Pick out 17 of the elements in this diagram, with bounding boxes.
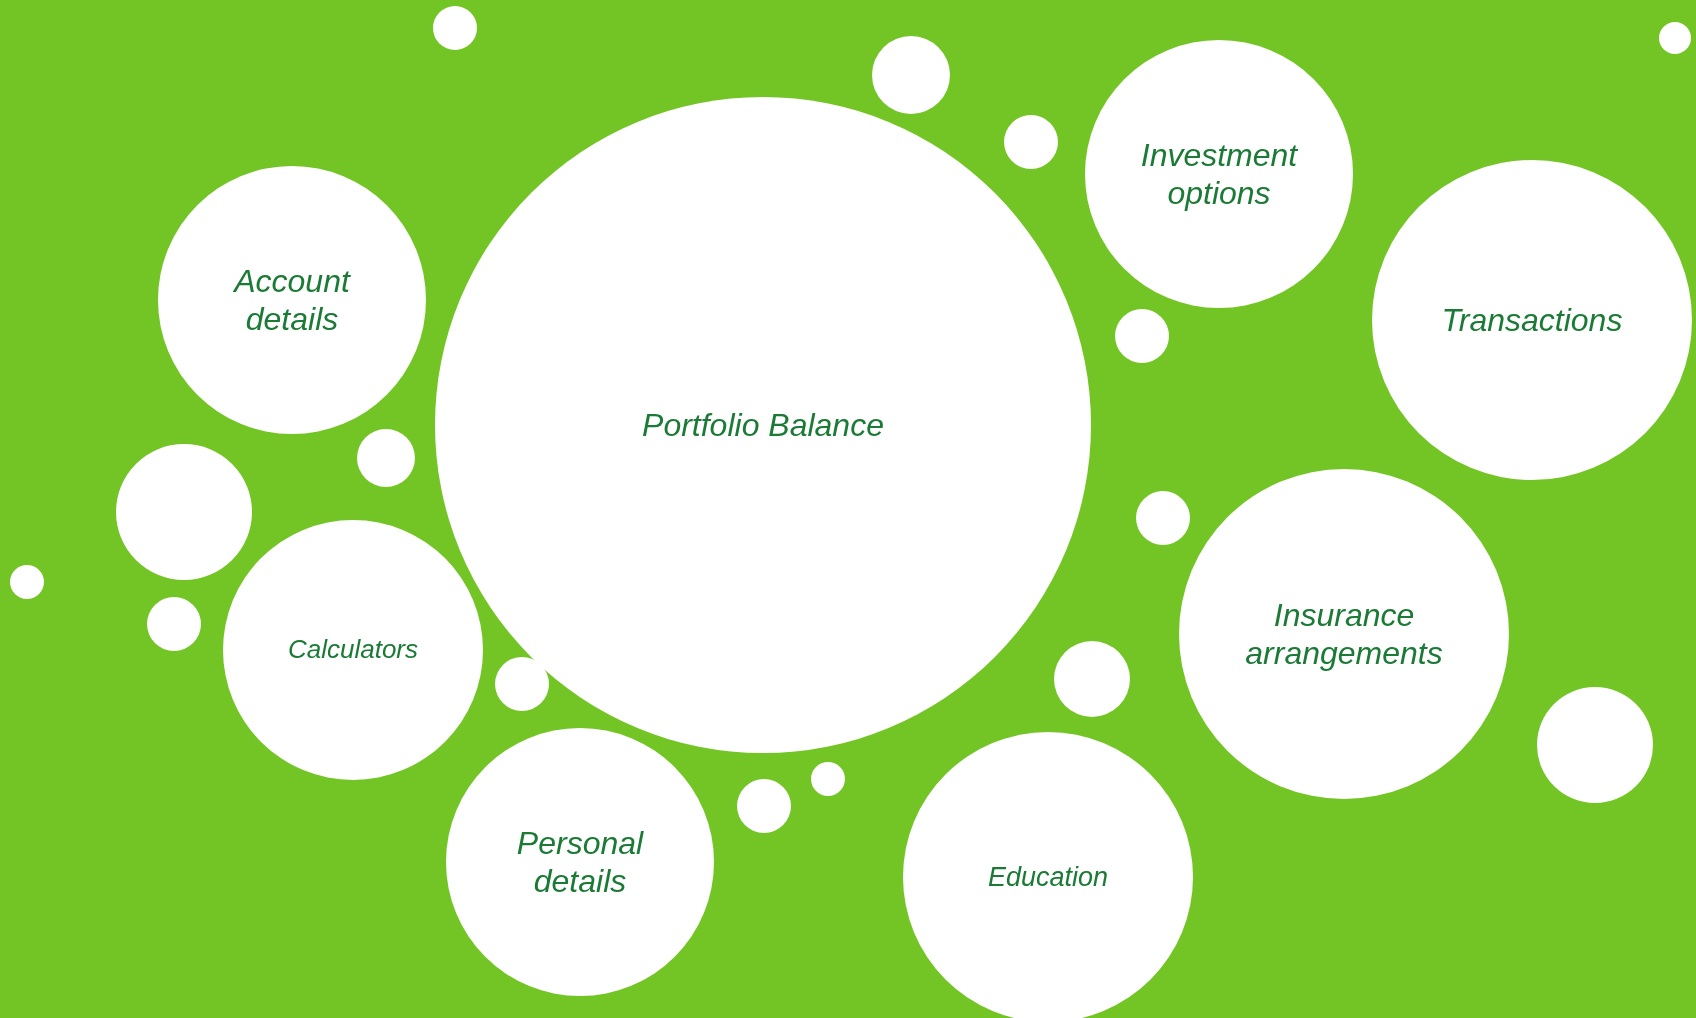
bubble (1115, 309, 1169, 363)
bubble (357, 429, 415, 487)
bubble (737, 779, 791, 833)
bubble (147, 597, 201, 651)
bubble (433, 6, 477, 50)
bubble-label: Investment options (1139, 135, 1299, 213)
bubble-label: Transactions (1441, 300, 1623, 340)
bubble-label: Portfolio Balance (642, 405, 884, 445)
bubble (10, 565, 44, 599)
bubble-label: Calculators (287, 634, 419, 666)
bubble-label: Insurance arrangements (1244, 595, 1444, 673)
bubble-label: Personal details (515, 823, 645, 901)
bubble (1659, 22, 1691, 54)
bubble (811, 762, 845, 796)
bubble-label: Account details (232, 261, 352, 339)
bubble-label: Education (987, 860, 1109, 894)
bubble (1136, 491, 1190, 545)
